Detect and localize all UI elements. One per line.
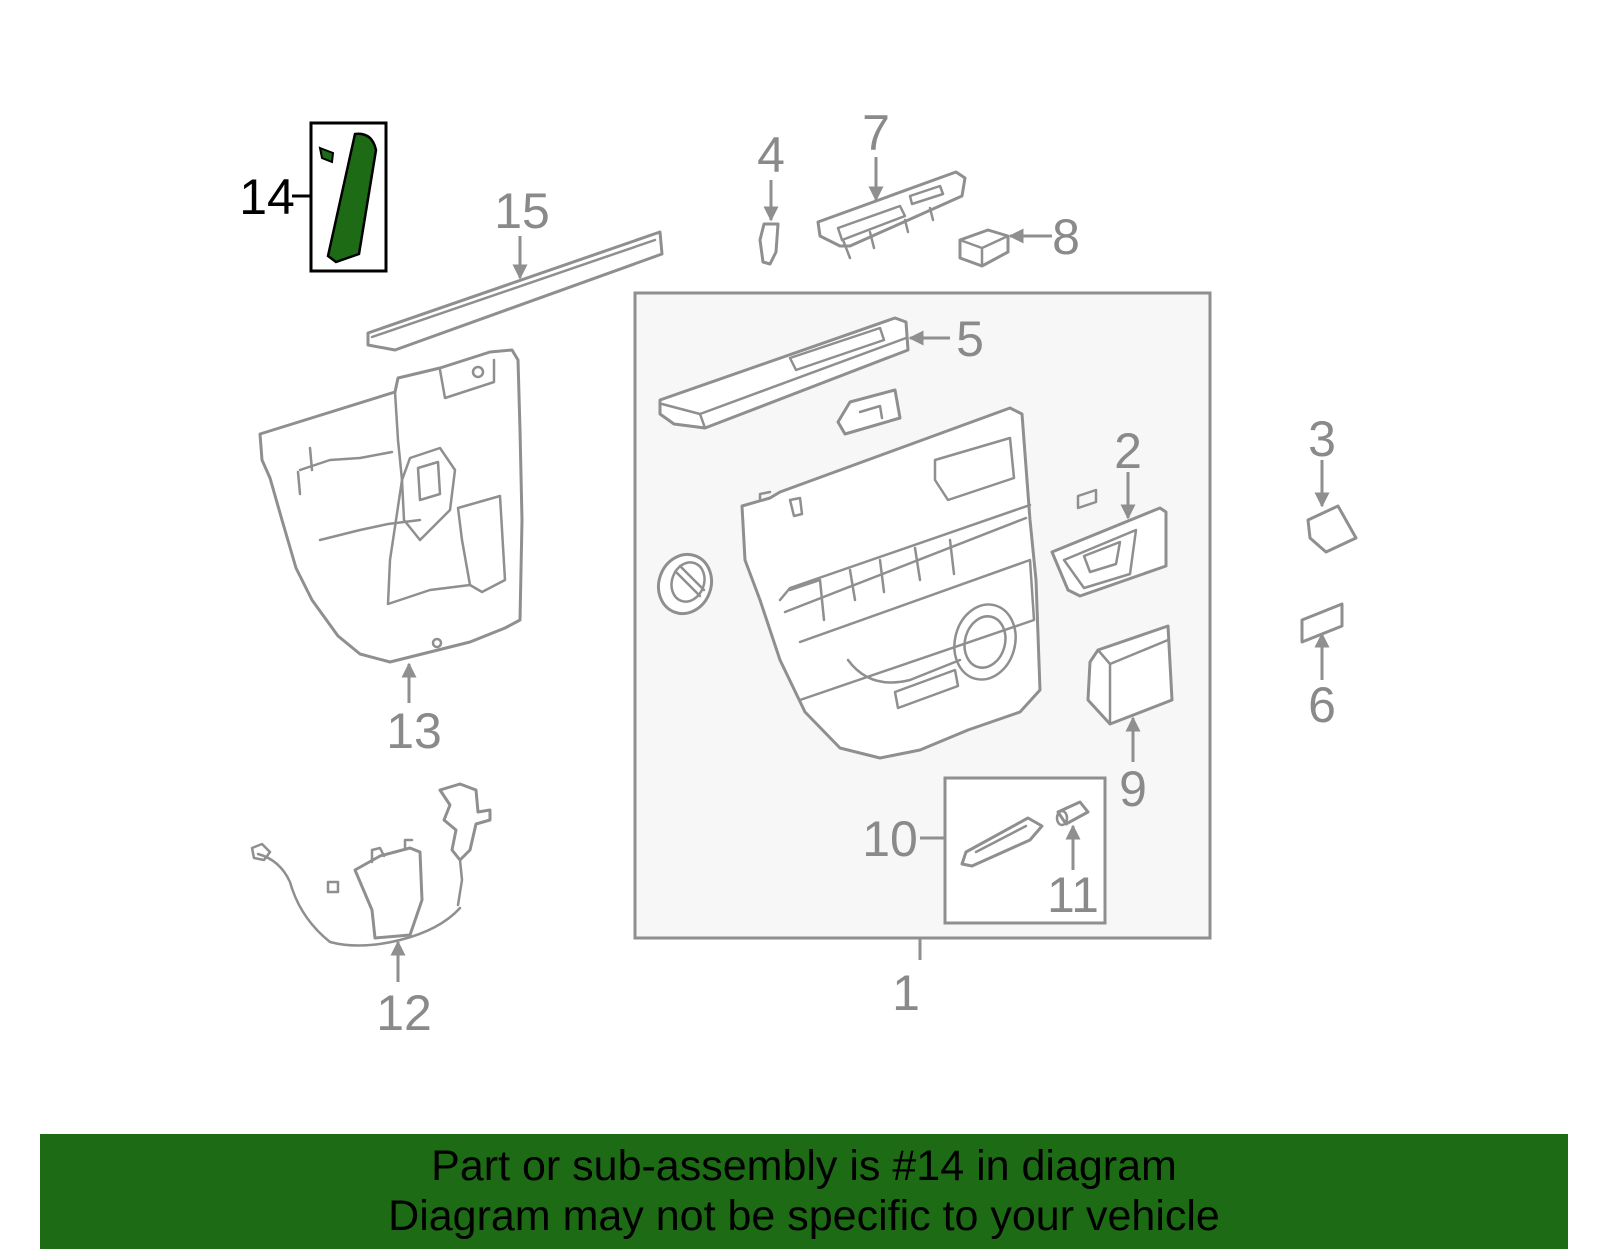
callout-9: 9 [1119,761,1147,817]
info-banner: Part or sub-assembly is #14 in diagram D… [40,1134,1568,1249]
part-13-inner-panel[interactable] [258,348,524,664]
part-12-wiring[interactable] [250,782,492,947]
assembly-1-small-bracket [836,388,902,436]
callout-10: 10 [862,811,918,867]
part-5-trim[interactable] [658,316,910,430]
part-14-molding[interactable] [318,132,378,264]
part-3-cap[interactable] [1306,504,1358,554]
banner-part-line: Part or sub-assembly is #14 in diagram [431,1142,1177,1190]
callout-7: 7 [862,105,890,161]
part-11-cylinder[interactable] [1055,800,1090,827]
part-8-switch[interactable] [958,228,1010,268]
callout-6: 6 [1308,677,1336,733]
assembly-1-door-trim-panel[interactable] [740,406,1042,760]
callout-3: 3 [1308,411,1336,467]
banner-disclaimer-line: Diagram may not be specific to your vehi… [388,1192,1220,1240]
part-7-switch-bezel[interactable] [816,170,967,260]
part-15-strip[interactable] [366,230,664,352]
callout-8: 8 [1052,209,1080,265]
callout-14: 14 [239,169,295,225]
part-10-pull-handle[interactable] [960,816,1044,868]
callout-2: 2 [1114,423,1142,479]
callout-5: 5 [956,311,984,367]
callout-1: 1 [892,965,920,1021]
callout-12: 12 [376,985,432,1041]
callout-13: 13 [386,703,442,759]
callout-11: 11 [1047,867,1099,923]
assembly-1-speaker-grille [657,552,713,616]
part-2-handle-bezel[interactable] [1050,488,1168,598]
callout-4: 4 [757,127,785,183]
part-4-clip[interactable] [758,222,780,266]
part-6-plate[interactable] [1300,602,1344,644]
part-9-pad[interactable] [1086,624,1174,726]
callout-15: 15 [494,183,550,239]
